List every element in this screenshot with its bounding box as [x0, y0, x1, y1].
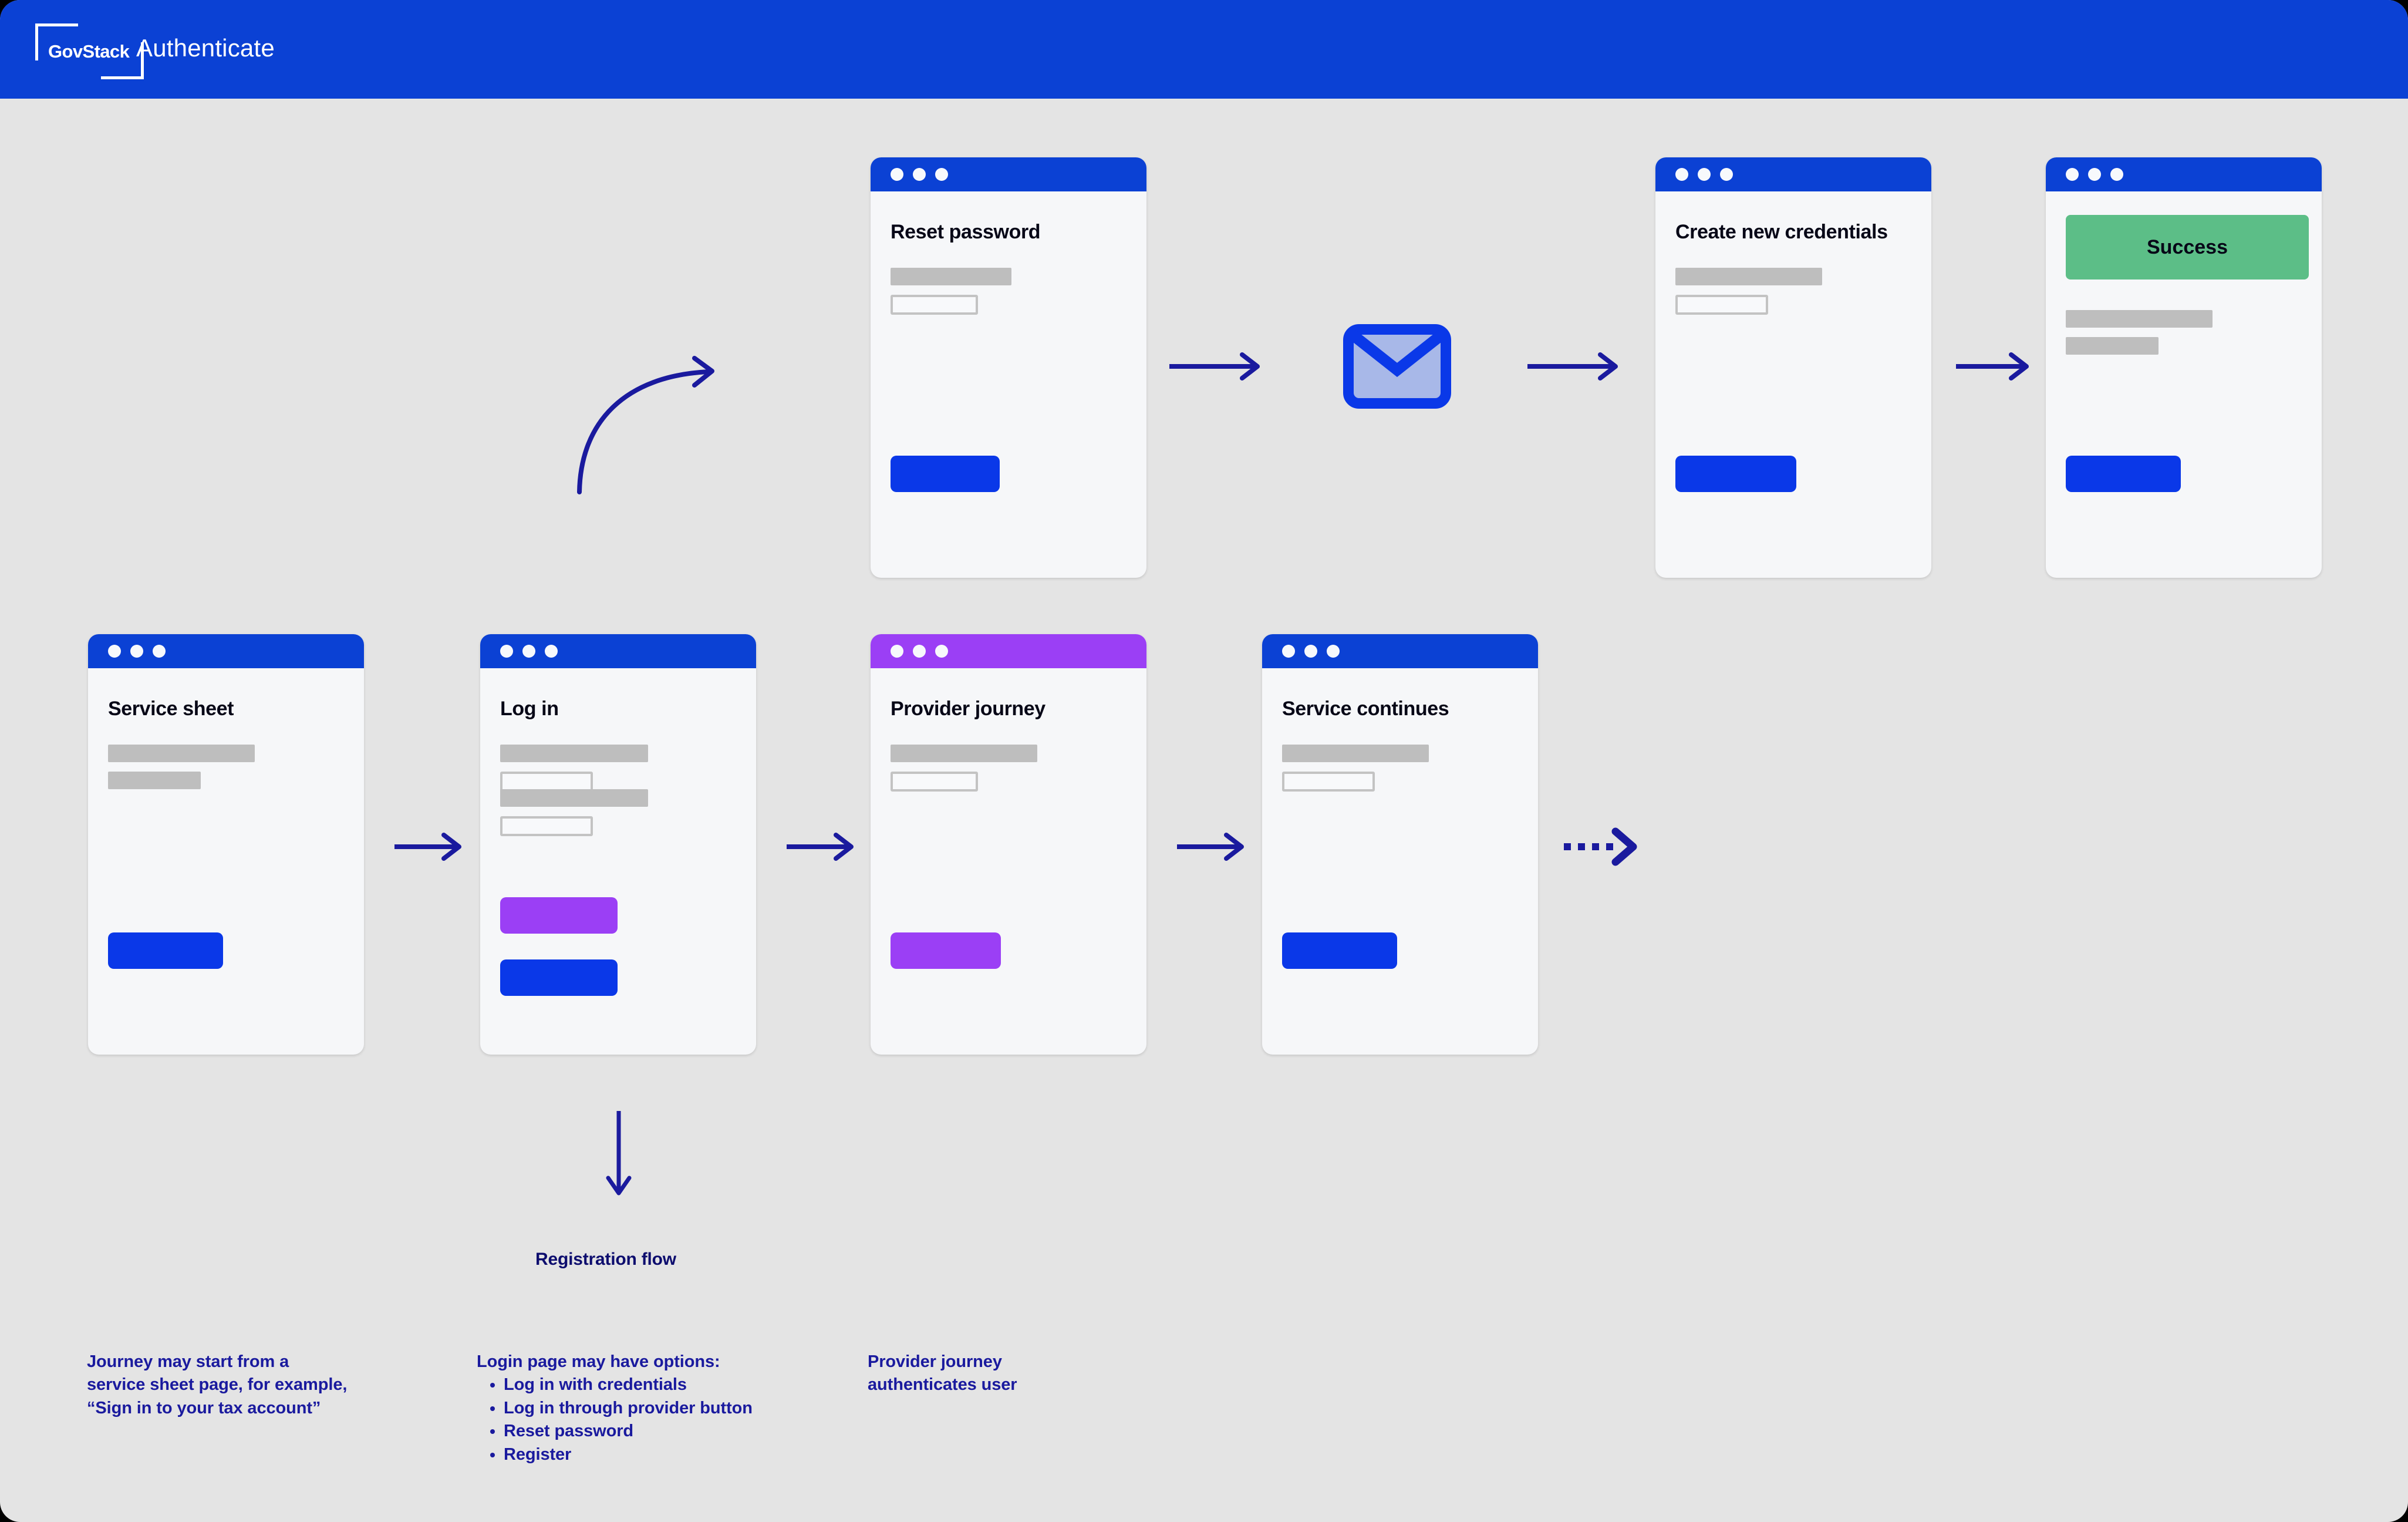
text-input[interactable]: [891, 772, 978, 792]
window-dot-icon: [935, 168, 948, 181]
arrow-provider-to-service-continues: [1177, 833, 1244, 861]
window-dot-icon: [1698, 168, 1711, 181]
label-skeleton: [1282, 745, 1429, 762]
label-skeleton: [108, 772, 201, 789]
label-skeleton: [891, 745, 1037, 762]
primary-button[interactable]: [891, 456, 1000, 492]
card-heading: Service sheet: [108, 698, 234, 720]
envelope-icon: [1343, 324, 1451, 409]
label-skeleton: [1675, 268, 1822, 285]
window-dot-icon: [891, 645, 903, 658]
window-dot-icon: [2088, 168, 2101, 181]
arrow-email-to-credentials: [1527, 352, 1618, 380]
window-dot-icon: [1282, 645, 1295, 658]
card-heading: Provider journey: [891, 698, 1046, 720]
card-provider-journey[interactable]: Provider journey: [871, 634, 1146, 1055]
window-dot-icon: [935, 645, 948, 658]
card-heading: Service continues: [1282, 698, 1449, 720]
card-service-continues[interactable]: Service continues: [1262, 634, 1538, 1055]
note-journey-start: Journey may start from a service sheet p…: [87, 1352, 348, 1417]
arrow-login-to-registration-flow: [606, 1111, 632, 1196]
logo-bracket-bottom-right-icon: [101, 42, 144, 79]
label-skeleton: [108, 745, 255, 762]
card-log-in[interactable]: Log in: [480, 634, 756, 1055]
label-skeleton: [2066, 310, 2213, 328]
primary-button[interactable]: [1282, 932, 1397, 969]
credentials-login-button[interactable]: [500, 959, 618, 996]
card-reset-password[interactable]: Reset password: [871, 157, 1146, 578]
text-input[interactable]: [1282, 772, 1375, 792]
note-login-option-item: Reset password: [504, 1420, 852, 1443]
page-title: Authenticate: [136, 34, 275, 62]
arrow-credentials-to-success: [1956, 352, 2029, 380]
arrow-login-to-provider: [787, 833, 854, 861]
window-dot-icon: [891, 168, 903, 181]
note-provider-journey: Provider journey authenticates user: [868, 1352, 1017, 1395]
window-dot-icon: [1327, 645, 1340, 658]
window-dot-icon: [130, 645, 143, 658]
window-dot-icon: [545, 645, 558, 658]
label-skeleton: [891, 268, 1011, 285]
status-badge: Success: [2147, 235, 2228, 258]
app-header: GovStack Authenticate: [0, 0, 2408, 99]
card-titlebar: [480, 634, 756, 668]
text-input[interactable]: [891, 295, 978, 315]
success-banner: Success: [2066, 215, 2309, 280]
card-heading: Reset password: [891, 221, 1041, 243]
note-login-options: Login page may have options: Log in with…: [477, 1351, 852, 1466]
primary-button[interactable]: [2066, 456, 2181, 492]
note-login-option-item: Register: [504, 1443, 852, 1466]
registration-flow-label: Registration flow: [535, 1250, 676, 1269]
username-label-skeleton: [500, 745, 648, 762]
window-dot-icon: [2066, 168, 2079, 181]
note-login-option-item: Log in through provider button: [504, 1397, 852, 1420]
card-heading: Create new credentials: [1675, 221, 1888, 243]
window-dot-icon: [108, 645, 121, 658]
username-input[interactable]: [500, 772, 593, 792]
password-input[interactable]: [500, 816, 593, 836]
primary-button[interactable]: [891, 932, 1001, 969]
dashed-arrow-flow-exit: [1564, 827, 1637, 866]
window-dot-icon: [1675, 168, 1688, 181]
window-dot-icon: [2110, 168, 2123, 181]
window-dot-icon: [1720, 168, 1733, 181]
note-login-option-item: Log in with credentials: [504, 1373, 852, 1396]
card-success[interactable]: Success: [2046, 157, 2322, 578]
provider-login-button[interactable]: [500, 897, 618, 934]
note-login-options-list: Log in with credentials Log in through p…: [477, 1373, 852, 1466]
logo-wordmark: GovStack: [48, 41, 130, 62]
window-dot-icon: [522, 645, 535, 658]
primary-button[interactable]: [108, 932, 223, 969]
primary-button[interactable]: [1675, 456, 1796, 492]
card-titlebar: [2046, 157, 2322, 191]
note-login-options-heading: Login page may have options:: [477, 1352, 720, 1371]
card-titlebar: [1262, 634, 1538, 668]
govstack-logo: GovStack: [31, 23, 148, 79]
window-dot-icon: [153, 645, 166, 658]
card-heading: Log in: [500, 698, 559, 720]
arrow-service-sheet-to-login: [394, 833, 461, 861]
window-dot-icon: [1304, 645, 1317, 658]
logo-bracket-top-left-icon: [35, 23, 78, 60]
card-titlebar: [871, 157, 1146, 191]
arrow-reset-to-email: [1169, 352, 1260, 380]
window-dot-icon: [913, 645, 926, 658]
card-titlebar: [88, 634, 364, 668]
card-titlebar: [1655, 157, 1931, 191]
text-input[interactable]: [1675, 295, 1768, 315]
window-dot-icon: [913, 168, 926, 181]
card-create-new-credentials[interactable]: Create new credentials: [1655, 157, 1931, 578]
curved-arrow-to-reset-password: [577, 356, 714, 494]
card-service-sheet[interactable]: Service sheet: [88, 634, 364, 1055]
password-label-skeleton: [500, 789, 648, 807]
card-titlebar: [871, 634, 1146, 668]
window-dot-icon: [500, 645, 513, 658]
label-skeleton: [2066, 337, 2159, 355]
